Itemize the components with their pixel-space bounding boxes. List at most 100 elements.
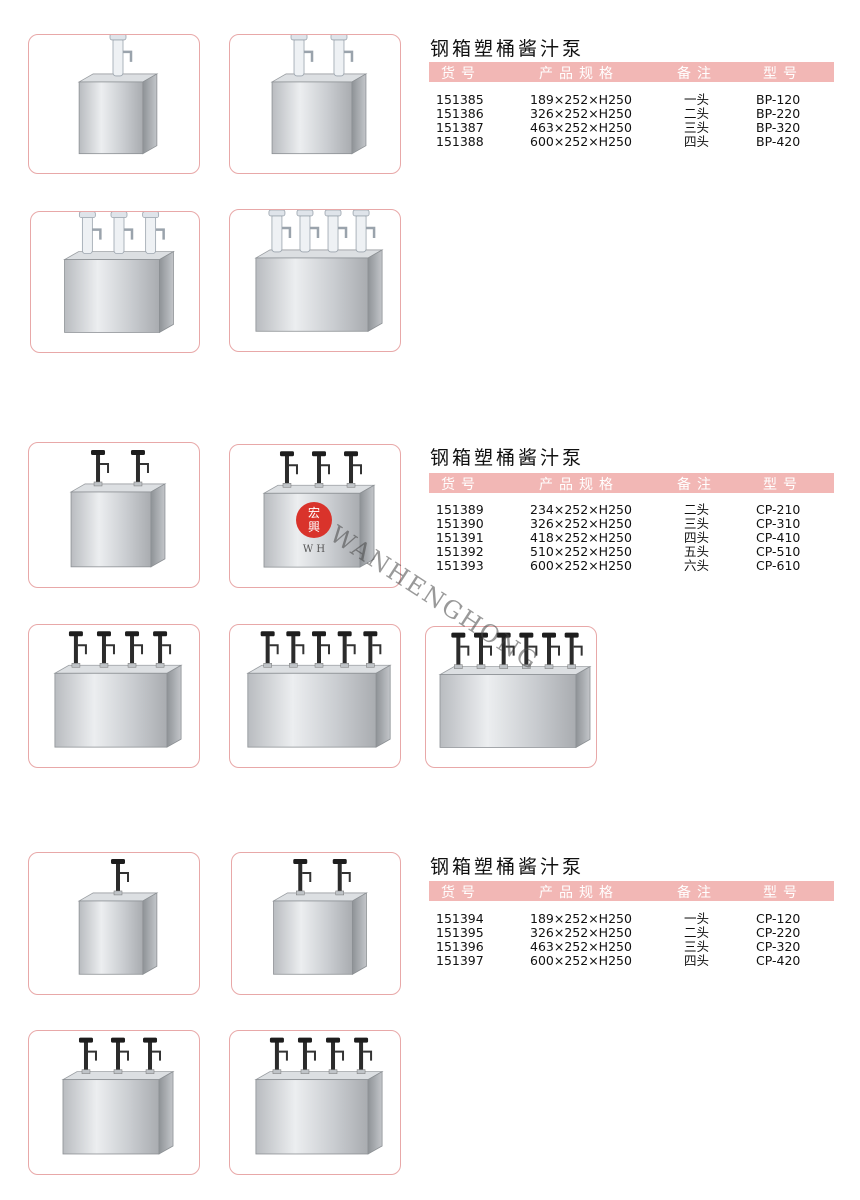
dispenser-front — [255, 257, 369, 332]
dispenser-side — [375, 664, 391, 748]
header-note: 备注 — [677, 477, 717, 493]
pump-head — [564, 632, 583, 669]
pump-head — [91, 449, 110, 487]
product-card[interactable] — [28, 442, 200, 588]
item-model: BP-320 — [756, 120, 801, 135]
product-card[interactable] — [425, 626, 597, 768]
pump-head — [269, 1037, 288, 1074]
item-code: 151387 — [436, 120, 484, 135]
header-code: 货号 — [441, 477, 481, 493]
item-spec: 463×252×H250 — [530, 939, 632, 954]
table-header: 货号 产品规格 备注 型号 — [429, 62, 834, 82]
pump-head — [354, 1037, 373, 1074]
product-card[interactable] — [229, 444, 401, 588]
item-model: BP-220 — [756, 106, 801, 121]
item-model: CP-120 — [756, 911, 801, 926]
pump-head — [330, 35, 354, 77]
item-code: 151393 — [436, 558, 484, 573]
dispenser-illustration — [254, 1037, 384, 1155]
item-code: 151395 — [436, 925, 484, 940]
dispenser-front — [70, 491, 152, 568]
product-card[interactable] — [229, 624, 401, 768]
item-code: 151390 — [436, 516, 484, 531]
dispenser-side — [150, 483, 166, 568]
dispenser-side — [142, 73, 158, 155]
header-code: 货号 — [441, 66, 481, 82]
product-card[interactable] — [28, 852, 200, 995]
item-model: CP-320 — [756, 939, 801, 954]
pump-head — [130, 449, 149, 487]
product-card[interactable] — [229, 209, 401, 352]
item-spec: 189×252×H250 — [530, 911, 632, 926]
item-model: CP-410 — [756, 530, 801, 545]
product-card[interactable] — [231, 852, 401, 995]
dispenser-illustration — [270, 35, 368, 155]
item-note: 二头 — [684, 106, 710, 121]
item-code: 151386 — [436, 106, 484, 121]
dispenser-front — [247, 672, 377, 748]
pump-head — [312, 451, 330, 488]
dispenser-side — [367, 249, 383, 332]
pump-head — [337, 631, 356, 668]
pump-head — [474, 632, 492, 669]
item-note: 二头 — [684, 502, 710, 517]
item-note: 四头 — [684, 134, 710, 149]
pump-head — [260, 631, 279, 668]
pump-head — [125, 631, 144, 668]
pump-head — [296, 210, 320, 253]
dispenser-illustration — [254, 210, 384, 332]
table-header: 货号 产品规格 备注 型号 — [429, 881, 834, 901]
header-code: 货号 — [441, 885, 481, 901]
dispenser-lid — [69, 483, 167, 493]
table-row: 151387 463×252×H250 三头 BP-320 — [436, 121, 836, 135]
header-spec: 产品规格 — [539, 66, 619, 82]
product-card[interactable] — [28, 1030, 200, 1175]
item-note: 三头 — [684, 120, 710, 135]
section-title: 钢箱塑桶酱汁泵 — [430, 38, 585, 60]
dispenser-lid — [270, 73, 368, 83]
header-model: 型号 — [763, 66, 803, 82]
pump-head — [344, 451, 363, 488]
pump-head — [519, 632, 538, 669]
dispenser-illustration — [61, 1037, 175, 1155]
product-card[interactable] — [229, 1030, 401, 1175]
dispenser-illustration — [262, 451, 376, 568]
item-note: 一头 — [684, 92, 710, 107]
dispenser-side — [166, 664, 182, 748]
dispenser-illustration — [438, 632, 592, 749]
dispenser-front — [78, 900, 144, 975]
product-card[interactable] — [28, 34, 200, 174]
dispenser-side — [142, 892, 158, 975]
item-spec: 326×252×H250 — [530, 516, 632, 531]
item-note: 二头 — [684, 925, 710, 940]
header-model: 型号 — [763, 885, 803, 901]
dispenser-illustration — [53, 631, 183, 748]
dispenser-side — [158, 1070, 174, 1155]
dispenser-illustration — [69, 449, 167, 568]
dispenser-side — [351, 73, 367, 155]
item-model: CP-420 — [756, 953, 801, 968]
item-model: CP-220 — [756, 925, 801, 940]
header-spec: 产品规格 — [539, 477, 619, 493]
product-card[interactable] — [28, 624, 200, 768]
pump-head — [111, 858, 129, 896]
item-model: BP-120 — [756, 92, 801, 107]
pump-head — [324, 210, 348, 253]
dispenser-illustration — [77, 35, 159, 155]
item-spec: 600×252×H250 — [530, 134, 632, 149]
product-card[interactable] — [30, 211, 200, 353]
pump-head — [96, 631, 115, 668]
header-spec: 产品规格 — [539, 885, 619, 901]
product-card[interactable] — [229, 34, 401, 174]
item-spec: 463×252×H250 — [530, 120, 632, 135]
item-code: 151389 — [436, 502, 484, 517]
dispenser-side — [575, 665, 591, 749]
